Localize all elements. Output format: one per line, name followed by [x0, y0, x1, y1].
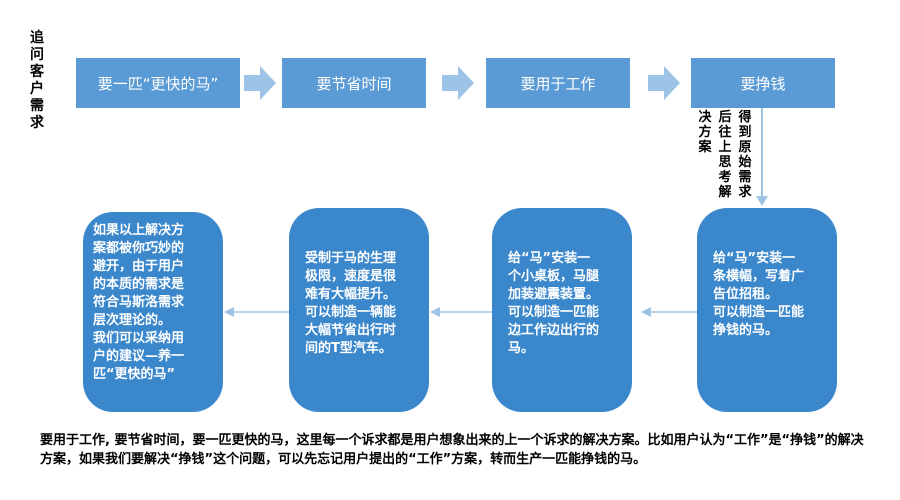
right-arrow-icon [648, 66, 680, 100]
side-label: 追问客户需求 [30, 30, 44, 131]
right-arrow-icon [442, 66, 474, 100]
side-note-col3: 得到原始需求 [738, 110, 752, 200]
solution-box-model-t-car: 受制于马的生理 极限，速度是很 难有大幅提升。 可以制造一辆能 大幅节省出行时 … [289, 208, 429, 412]
solution-box-work-horse: 给“马”安装一 个小桌板，马腿 加装避震装置。 可以制造一匹能 边工作边出行的 … [492, 208, 632, 412]
box-faster-horse: 要一匹“更快的马” [76, 58, 240, 108]
box-for-work: 要用于工作 [486, 58, 630, 108]
right-arrow-icon [244, 66, 276, 100]
side-note-col1: 决方案 [698, 110, 712, 155]
solution-box-keep-horse: 如果以上解决方 案都被你巧妙的 避开，由于用户 的本质的需求是 符合马斯洛需求 … [83, 212, 223, 412]
side-note-col2: 后往上思考解 [718, 110, 732, 200]
solution-box-money-horse: 给“马”安装一 条横幅，写着广 告位招租。 可以制造一匹能 挣钱的马。 [697, 208, 837, 412]
box-make-money: 要挣钱 [691, 58, 835, 108]
explanation-text: 要用于工作, 要节省时间，要一匹更快的马，这里每一个诉求都是用户想象出来的上一个… [40, 433, 864, 467]
box-save-time: 要节省时间 [282, 58, 426, 108]
